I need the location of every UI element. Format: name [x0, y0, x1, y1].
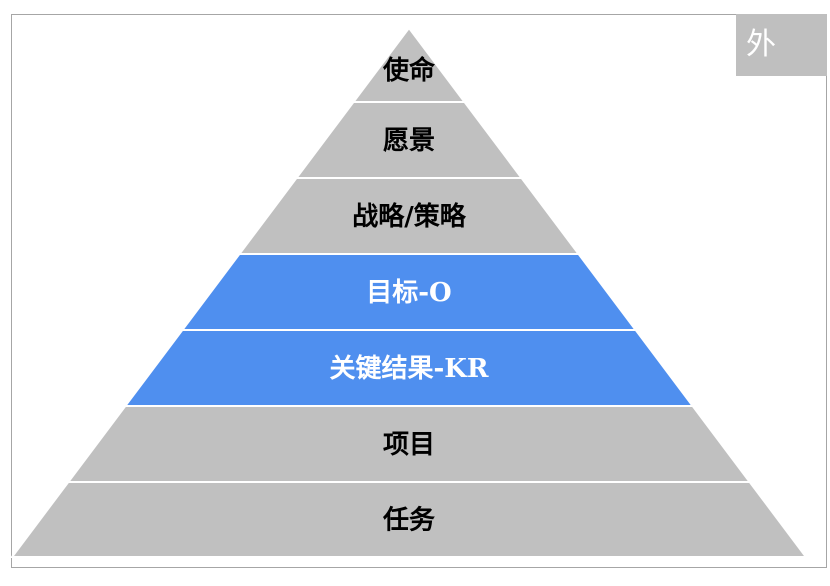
pyramid-layer-label: 关键结果-KR [330, 353, 489, 384]
pyramid-layer-label: 使命 [382, 55, 436, 86]
pyramid-layer-7 [9, 481, 809, 558]
pyramid-layer-label: 目标-O [366, 278, 451, 308]
pyramid-layer-label: 愿景 [383, 126, 435, 156]
slide-frame [11, 14, 827, 568]
pyramid-layer-label: 项目 [383, 430, 435, 460]
pyramid-layer-label: 战略/策略 [352, 201, 466, 232]
corner-tag: 外 [736, 14, 827, 76]
pyramid-layer-label: 任务 [382, 506, 435, 536]
